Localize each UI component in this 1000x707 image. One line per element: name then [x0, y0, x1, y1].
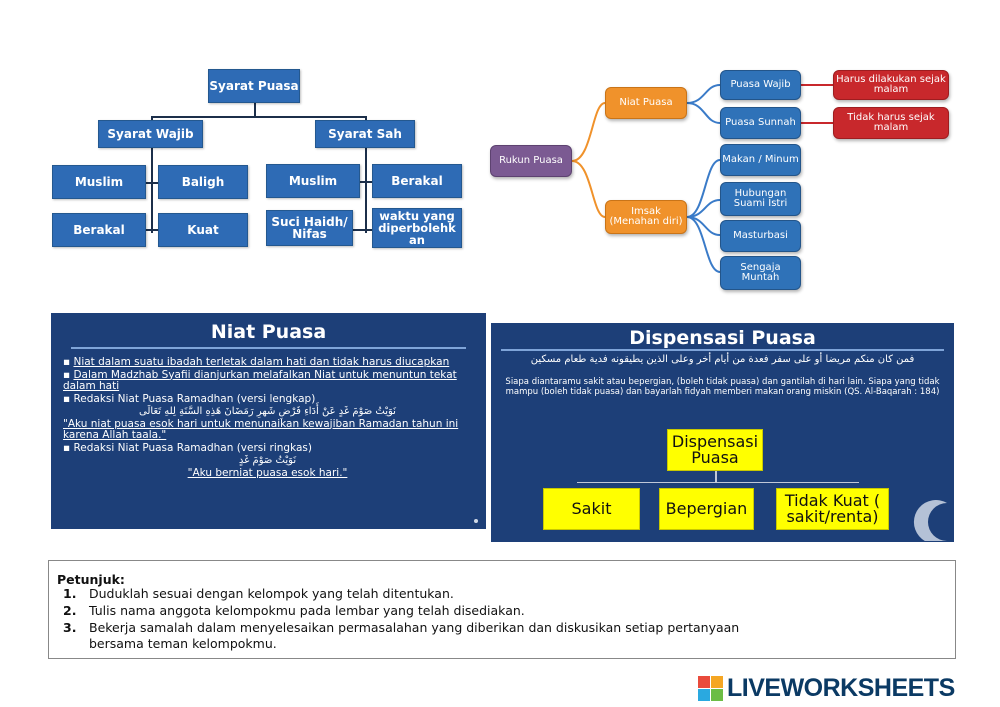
sah-item-box: Muslim — [266, 164, 360, 198]
bullet-text: ▪ Redaksi Niat Puasa Ramadhan (versi rin… — [63, 441, 312, 454]
imsak-child-node: Masturbasi — [720, 220, 801, 252]
rukun-connector — [686, 216, 721, 273]
connector-line — [151, 116, 153, 122]
crescent-moon-icon — [453, 468, 478, 523]
syarat-wajib-box: Syarat Wajib — [98, 120, 203, 148]
arabic-text: نَوَيْتُ صَوْمَ غَدٍ — [238, 455, 297, 466]
rukun-connector — [571, 102, 606, 162]
niat-puasa-slide: Niat Puasa ▪ Niat dalam suatu ibadah ter… — [51, 313, 486, 529]
niat-bullets: ▪ Niat dalam suatu ibadah terletak dalam… — [63, 356, 472, 480]
dispensasi-item-box: Bepergian — [659, 488, 754, 530]
imsak-child-node: Hubungan Suami Istri — [720, 182, 801, 216]
dispensasi-item-box: Tidak Kuat ( sakit/renta) — [776, 488, 889, 530]
imsak-node: Imsak (Menahan diri) — [605, 200, 687, 234]
connector-line — [146, 229, 158, 231]
quote-text: "Aku niat puasa esok hari untuk menunaik… — [63, 417, 459, 441]
rukun-connectors — [571, 84, 833, 273]
bullet-text: ▪ Redaksi Niat Puasa Ramadhan (versi len… — [63, 392, 316, 405]
imsak-child-node: Makan / Minum — [720, 144, 801, 176]
wajib-item-box: Muslim — [52, 165, 146, 199]
connector-line — [146, 182, 158, 184]
bullet-text: ▪ Dalam Madzhab Syafii dianjurkan melafa… — [63, 368, 457, 392]
dispensasi-puasa-slide: Dispensasi Puasa فمن كان منكم مريضا أو ع… — [491, 323, 954, 542]
wajib-item-box: Kuat — [158, 213, 248, 247]
instructions-heading: Petunjuk: — [57, 572, 125, 587]
niat-child-node: Puasa Sunnah — [720, 107, 801, 139]
liveworksheets-logo[interactable]: LIVEWORKSHEETS — [698, 674, 955, 703]
instruction-item: 2.Tulis nama anggota kelompokmu pada lem… — [63, 603, 525, 618]
niat-note-node: Harus dilakukan sejak malam — [833, 70, 949, 100]
rukun-root-node: Rukun Puasa — [490, 145, 572, 177]
crescent-moon-icon — [913, 500, 947, 541]
syarat-root-box: Syarat Puasa — [208, 69, 300, 103]
logo-text: LIVEWORKSHEETS — [727, 674, 955, 702]
verse-translation: Siapa diantaramu sakit atau bepergian, (… — [505, 377, 940, 397]
arabic-text: نَوَيْتُ صَوْمَ غَدٍ عَنْ أَدَاءِ فَرْضِ… — [139, 406, 396, 417]
title-divider — [501, 349, 944, 351]
wajib-item-box: Baligh — [158, 165, 248, 199]
niat-node: Niat Puasa — [605, 87, 687, 119]
connector-line — [365, 148, 367, 233]
sah-item-box: Suci Haidh/ Nifas — [266, 210, 353, 246]
connector-line — [360, 181, 372, 183]
sah-item-box: Berakal — [372, 164, 462, 198]
connector-line — [715, 471, 717, 483]
connector-line — [254, 103, 256, 117]
connector-line — [151, 116, 366, 118]
rukun-connector — [686, 159, 721, 218]
title-divider — [71, 347, 466, 349]
wajib-item-box: Berakal — [52, 213, 146, 247]
dispensasi-root-box: Dispensasi Puasa — [667, 429, 763, 471]
niat-child-node: Puasa Wajib — [720, 70, 801, 100]
slide-title: Niat Puasa — [210, 321, 327, 343]
dispensasi-item-box: Sakit — [543, 488, 640, 530]
rukun-connector — [686, 102, 721, 124]
slide-title: Dispensasi Puasa — [629, 327, 816, 349]
connector-line — [365, 116, 367, 122]
rukun-connector — [686, 84, 721, 104]
logo-grid-icon — [698, 676, 723, 701]
quote-text: "Aku berniat puasa esok hari." — [187, 466, 348, 479]
instruction-item: 3.Bekerja samalah dalam menyelesaikan pe… — [63, 620, 740, 635]
connector-line — [353, 229, 373, 231]
connector-line — [151, 148, 153, 233]
niat-note-node: Tidak harus sejak malam — [833, 107, 949, 139]
instruction-item: 1.Duduklah sesuai dengan kelompok yang t… — [63, 586, 454, 601]
imsak-child-node: Sengaja Muntah — [720, 256, 801, 290]
instructions-box: Petunjuk: 1.Duduklah sesuai dengan kelom… — [48, 560, 956, 659]
arabic-verse: فمن كان منكم مريضا أو على سفر فعدة من أي… — [530, 354, 915, 365]
bullet-text: ▪ Niat dalam suatu ibadah terletak dalam… — [63, 356, 450, 368]
rukun-connector — [571, 160, 606, 218]
syarat-sah-box: Syarat Sah — [315, 120, 415, 148]
instruction-item: bersama teman kelompokmu. — [89, 636, 277, 651]
connector-line — [577, 482, 859, 483]
sah-item-box: waktu yang diperbolehk an — [372, 208, 462, 248]
